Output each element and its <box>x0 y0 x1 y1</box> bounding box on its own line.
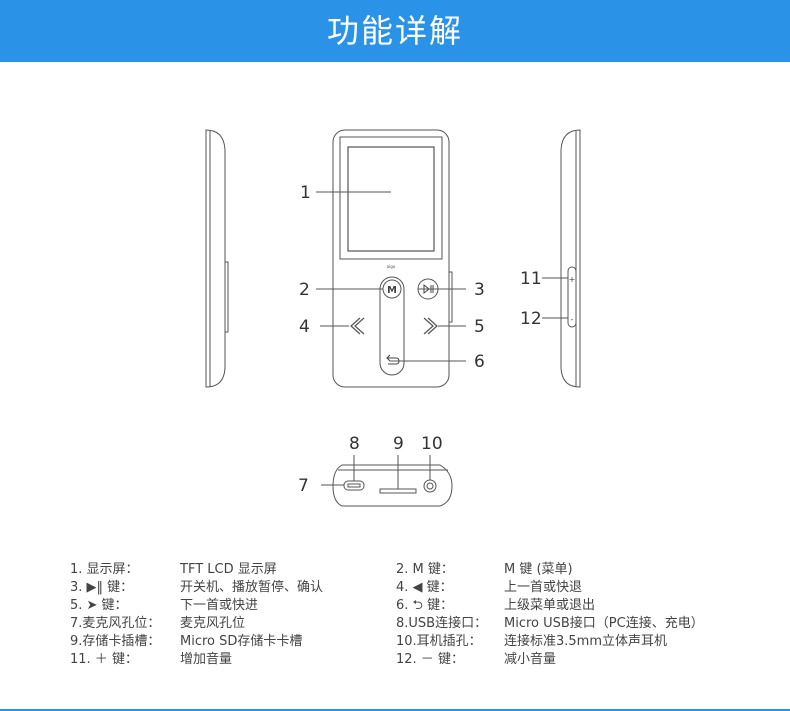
callout-11: 11 <box>520 269 542 289</box>
header-bar <box>0 0 790 62</box>
callout-6: 6 <box>474 352 485 372</box>
callout-7: 7 <box>298 476 309 496</box>
legend-left: 1. 显示屏： TFT LCD 显示屏 3. ▶‖ 键： 开关机、播放暂停、确认… <box>70 561 390 669</box>
legend-key: 7.麦克风孔位： <box>70 616 161 631</box>
callout-3: 3 <box>474 280 485 300</box>
legend-item: 4. ◀ 键： 上一首或快退 <box>396 579 756 597</box>
callout-10: 10 <box>421 434 443 454</box>
callout-2: 2 <box>299 280 310 300</box>
legend-item: 5. ➤ 键： 下一首或快进 <box>70 597 390 615</box>
legend-desc: Micro USB接口（PC连接、充电） <box>504 616 704 631</box>
legend-item: 3. ▶‖ 键： 开关机、播放暂停、确认 <box>70 579 390 597</box>
legend-key: 1. 显示屏： <box>70 562 139 577</box>
callout-lines <box>316 191 568 489</box>
device-right-side-view: + - <box>560 129 581 388</box>
legend-desc: 增加音量 <box>180 652 233 667</box>
legend-desc: Micro SD存储卡卡槽 <box>180 634 303 649</box>
volume-minus-symbol: - <box>571 315 574 324</box>
legend-desc: M 键 (菜单) <box>504 562 573 577</box>
legend-desc: TFT LCD 显示屏 <box>180 562 277 577</box>
legend-item: 10.耳机插孔： 连接标准3.5mm立体声耳机 <box>396 633 756 651</box>
next-button[interactable] <box>423 317 434 335</box>
m-button-label: M <box>387 285 397 296</box>
legend-key: 5. ➤ 键： <box>70 598 128 613</box>
callout-12: 12 <box>520 309 542 329</box>
legend-desc: 连接标准3.5mm立体声耳机 <box>504 634 668 649</box>
legend-key: 12. － 键： <box>396 652 464 667</box>
legend-key: 9.存储卡插槽： <box>70 634 161 649</box>
legend-key: 4. ◀ 键： <box>396 580 453 595</box>
legend-desc: 开关机、播放暂停、确认 <box>180 580 324 595</box>
legend-item: 1. 显示屏： TFT LCD 显示屏 <box>70 561 390 579</box>
callout-9: 9 <box>393 434 404 454</box>
legend-key: 8.USB连接口： <box>396 616 488 631</box>
prev-button[interactable] <box>350 317 361 335</box>
volume-plus-symbol: + <box>569 275 576 284</box>
legend-desc: 上级菜单或退出 <box>504 598 596 613</box>
legend-item: 6. ⮌ 键： 上级菜单或退出 <box>396 597 756 615</box>
legend-right: 2. M 键： M 键 (菜单) 4. ◀ 键： 上一首或快退 6. ⮌ 键： … <box>396 561 756 669</box>
legend-desc: 上一首或快退 <box>504 580 583 595</box>
legend-item: 11. ＋ 键： 增加音量 <box>70 651 390 669</box>
device-diagram: aigo M + - <box>205 129 581 507</box>
legend-desc: 麦克风孔位 <box>180 616 246 631</box>
callout-8: 8 <box>349 434 360 454</box>
callout-4: 4 <box>299 317 310 337</box>
legend-desc: 减小音量 <box>504 652 557 667</box>
sd-card-slot <box>379 488 417 494</box>
device-left-side-view <box>205 129 229 388</box>
volume-rocker[interactable] <box>567 266 577 328</box>
legend-item: 7.麦克风孔位： 麦克风孔位 <box>70 615 390 633</box>
legend-key: 2. M 键： <box>396 562 454 577</box>
legend-key: 6. ⮌ 键： <box>396 598 454 613</box>
device-front-view: aigo M <box>332 129 453 388</box>
footer-divider <box>0 709 790 711</box>
legend-item: 8.USB连接口： Micro USB接口（PC连接、充电） <box>396 615 756 633</box>
callout-5: 5 <box>474 317 485 337</box>
legend-key: 10.耳机插孔： <box>396 634 482 649</box>
legend-key: 11. ＋ 键： <box>70 652 138 667</box>
legend-key: 3. ▶‖ 键： <box>70 580 134 595</box>
legend-item: 2. M 键： M 键 (菜单) <box>396 561 756 579</box>
legend-desc: 下一首或快进 <box>180 598 259 613</box>
page-title: 功能详解 <box>326 12 463 50</box>
legend-item: 9.存储卡插槽： Micro SD存储卡卡槽 <box>70 633 390 651</box>
brand-logo: aigo <box>387 264 396 269</box>
device-bottom-view <box>332 464 453 507</box>
legend-item: 12. － 键： 减小音量 <box>396 651 756 669</box>
center-button-pill[interactable] <box>379 276 405 376</box>
callout-1: 1 <box>300 183 311 203</box>
